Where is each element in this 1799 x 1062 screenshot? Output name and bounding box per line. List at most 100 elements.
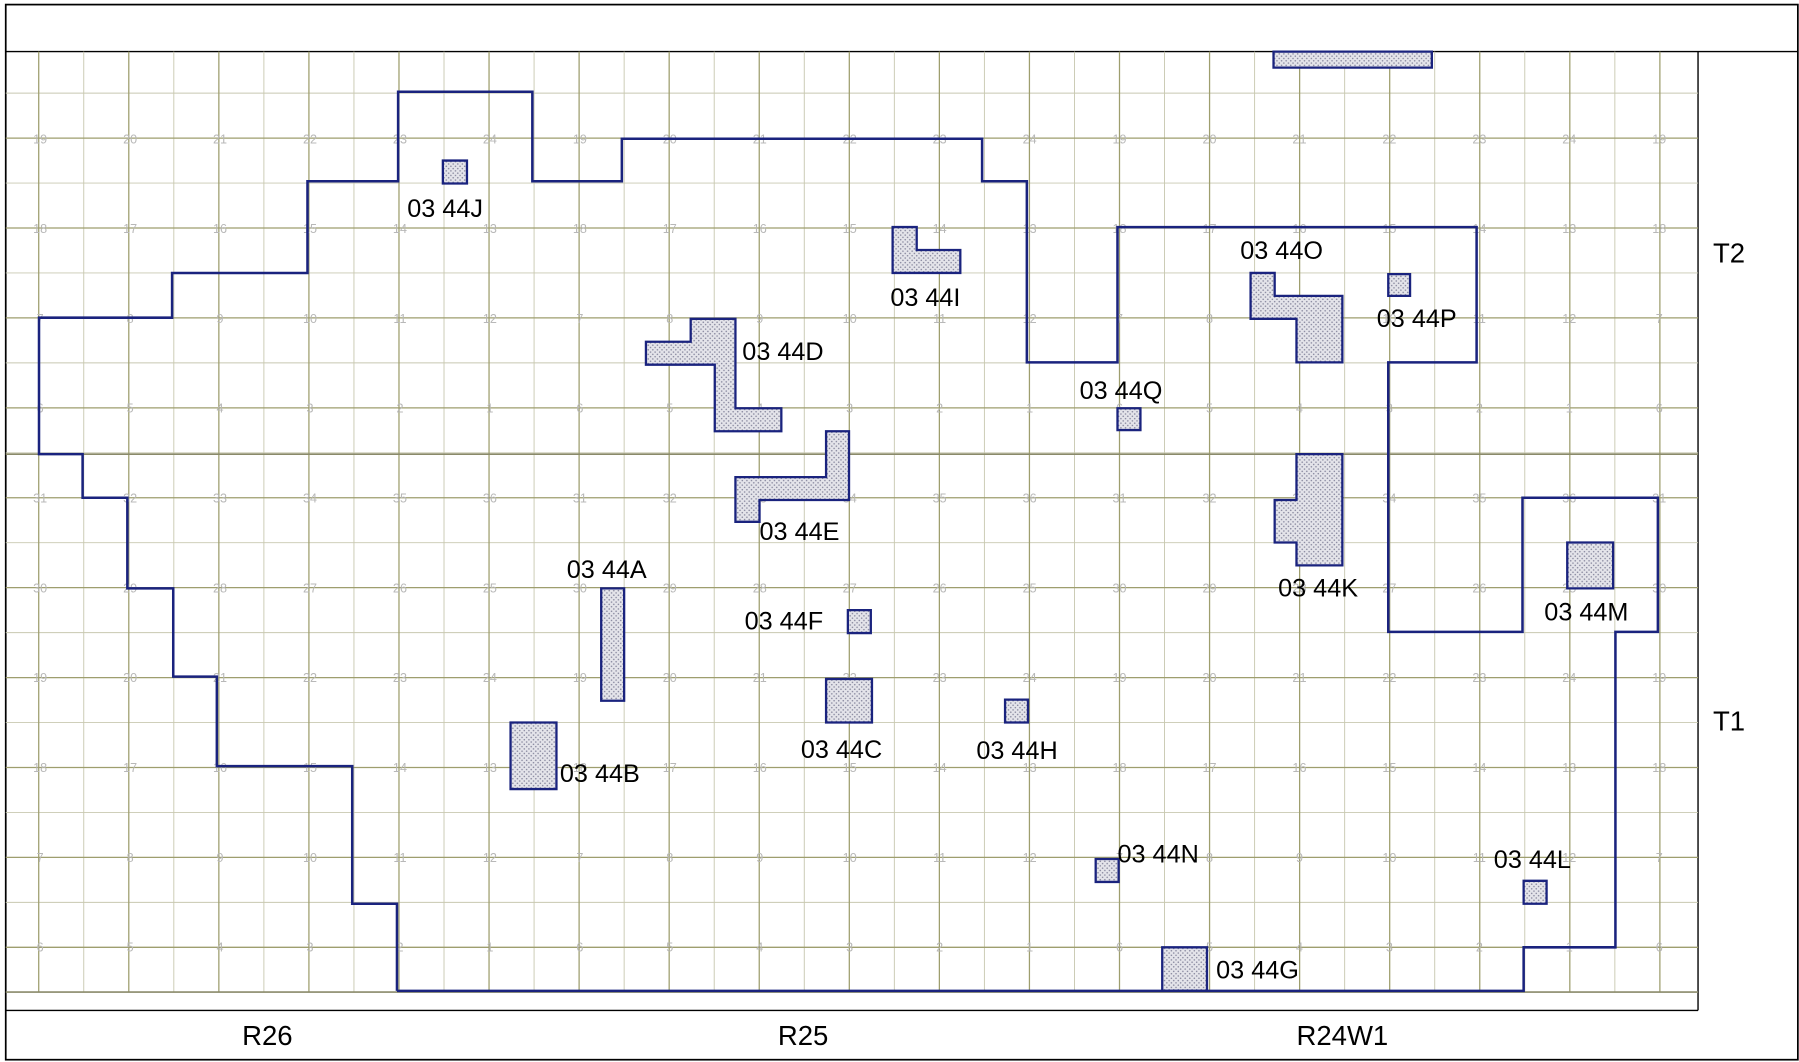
section-number: 17 — [663, 222, 677, 236]
parcel-03-44k-shape[interactable] — [1273, 453, 1344, 567]
parcel-03-44a-shape[interactable] — [600, 587, 626, 702]
section-number: 8 — [1206, 312, 1213, 326]
section-number: 26 — [933, 581, 947, 595]
section-number: 4 — [756, 941, 763, 955]
section-number: 7 — [576, 851, 583, 865]
parcel-03-44i-shape[interactable] — [891, 225, 962, 275]
section-number: 21 — [213, 132, 227, 146]
section-number: 29 — [663, 581, 677, 595]
section-number: 11 — [1473, 851, 1486, 865]
section-number: 23 — [393, 132, 407, 146]
parcel-03-44o-shape[interactable] — [1249, 271, 1344, 364]
township-label-t1: T1 — [1713, 706, 1745, 737]
parcel-03-44l-shape[interactable] — [1522, 879, 1548, 905]
range-labels: R26 R25 R24W1 — [242, 1020, 1388, 1051]
section-number: 12 — [1562, 851, 1576, 865]
section-number: 5 — [666, 402, 673, 416]
section-number: 24 — [483, 132, 497, 146]
grid-minor-lines — [5, 51, 1699, 993]
section-number: 24 — [483, 671, 497, 685]
section-number: 9 — [1296, 851, 1303, 865]
parcel-label: 03 44M — [1544, 598, 1628, 626]
parcel-03-44b-shape[interactable] — [509, 721, 558, 791]
section-number: 7 — [1656, 851, 1663, 865]
section-number: 10 — [1382, 851, 1396, 865]
parcel-03-44h-shape[interactable] — [1003, 698, 1030, 724]
main-area-boundary — [37, 90, 1660, 993]
parcel-03-44f-shape[interactable] — [846, 608, 872, 635]
section-number: 12 — [1562, 312, 1576, 326]
parcel-03-44c-shape[interactable] — [824, 677, 874, 724]
section-number: 11 — [1473, 312, 1486, 326]
section-number: 8 — [127, 851, 134, 865]
section-number: 3 — [1386, 941, 1393, 955]
section-number: 6 — [1116, 941, 1123, 955]
section-number: 14 — [1472, 222, 1486, 236]
section-number: 23 — [1472, 671, 1486, 685]
section-number: 18 — [1113, 761, 1127, 775]
section-number: 5 — [127, 402, 134, 416]
section-number: 7 — [1116, 851, 1123, 865]
section-number: 16 — [1292, 761, 1306, 775]
section-number: 24 — [1023, 132, 1037, 146]
section-number: 32 — [1202, 492, 1216, 506]
parcel-03-44d-shape[interactable] — [644, 317, 783, 433]
section-number: 12 — [1023, 312, 1037, 326]
parcel-03-44q-shape[interactable] — [1116, 407, 1142, 432]
section-number: 4 — [217, 941, 224, 955]
section-number: 24 — [1562, 671, 1576, 685]
section-number: 22 — [1382, 132, 1396, 146]
parcel-label: 03 44H — [976, 737, 1057, 765]
section-number: 28 — [213, 581, 227, 595]
parcel-shapes — [441, 50, 1615, 993]
section-number: 9 — [217, 312, 224, 326]
section-number: 1 — [1026, 941, 1033, 955]
parcel-03-44e-shape[interactable] — [734, 430, 851, 523]
section-number: 19 — [1113, 132, 1127, 146]
section-number: 6 — [37, 941, 44, 955]
parcel-03-44n-shape[interactable] — [1094, 857, 1120, 884]
outer-border — [4, 3, 1799, 1061]
section-number: 5 — [1206, 402, 1213, 416]
parcel-label: 03 44L — [1494, 846, 1571, 874]
township-labels: T2 T1 — [1713, 238, 1745, 737]
section-number: 13 — [1023, 761, 1037, 775]
section-number: 31 — [33, 492, 47, 506]
section-number: 21 — [753, 671, 767, 685]
section-number: 2 — [936, 402, 943, 416]
section-number: 18 — [1652, 222, 1666, 236]
section-number: 4 — [1296, 402, 1303, 416]
section-number: 17 — [663, 761, 677, 775]
section-number: 8 — [127, 312, 134, 326]
section-number: 17 — [123, 761, 137, 775]
section-number: 18 — [573, 222, 587, 236]
section-number: 9 — [756, 312, 763, 326]
section-number: 17 — [123, 222, 137, 236]
parcel-label: 03 44G — [1216, 956, 1299, 984]
section-number: 22 — [1382, 671, 1396, 685]
section-number: 34 — [303, 492, 317, 506]
section-number: 14 — [1472, 761, 1486, 775]
section-number: 15 — [843, 761, 857, 775]
parcel-top-partial-shape — [1272, 50, 1434, 69]
parcel-03-44p-shape[interactable] — [1387, 272, 1412, 298]
section-number: 14 — [933, 222, 947, 236]
parcel-03-44j-shape[interactable] — [441, 159, 469, 185]
parcel-03-44m-shape[interactable] — [1566, 541, 1615, 590]
section-number: 11 — [393, 312, 406, 326]
parcel-03-44g-shape[interactable] — [1161, 946, 1209, 993]
section-number: 2 — [396, 941, 403, 955]
section-number: 24 — [1023, 671, 1037, 685]
section-number: 35 — [393, 492, 407, 506]
section-number: 21 — [1292, 132, 1306, 146]
section-number: 20 — [1202, 671, 1216, 685]
section-number: 18 — [1113, 222, 1127, 236]
section-number: 2 — [1476, 941, 1483, 955]
section-number: 18 — [573, 761, 587, 775]
parcel-label: 03 44B — [560, 760, 640, 788]
section-number: 29 — [1202, 581, 1216, 595]
section-number: 5 — [127, 941, 134, 955]
section-number: 9 — [756, 851, 763, 865]
section-number: 2 — [396, 402, 403, 416]
